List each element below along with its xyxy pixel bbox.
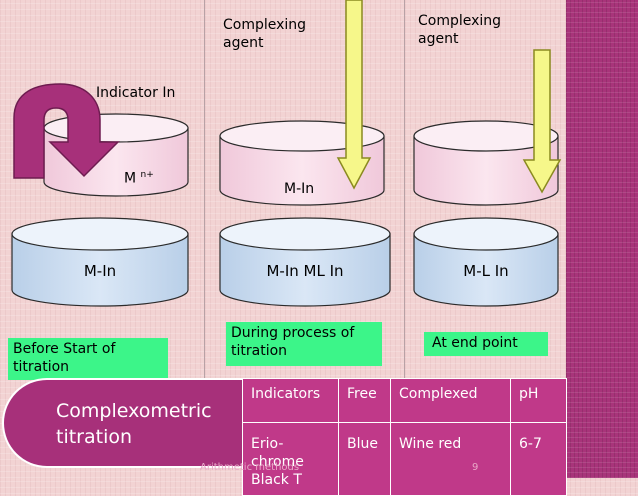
indicator-label: Indicator In	[96, 85, 176, 101]
table-header-ph: pH	[510, 378, 567, 423]
table-cell-indicator: Erio-chrome Black T	[242, 422, 339, 496]
table-header-indicators: Indicators	[242, 378, 339, 423]
stage-end-label: At end point	[424, 332, 548, 356]
metal-ion-symbol: M	[124, 170, 137, 187]
table-cell-free: Blue	[338, 422, 391, 496]
metal-ion-charge: n+	[140, 170, 154, 180]
decorative-side-strip	[566, 0, 638, 478]
upper-middle-label: M-In	[284, 181, 315, 197]
stage-during-label: During process of titration	[226, 322, 382, 366]
complexing-agent-label-right: Complexing agent	[418, 13, 502, 47]
cylinder-left-label: M-In	[83, 262, 117, 280]
table-header-free: Free	[338, 378, 391, 423]
down-arrow-icon-middle	[336, 0, 372, 190]
stage-before-label: Before Start of titration	[8, 338, 168, 380]
table-header-complexed: Complexed	[390, 378, 511, 423]
table-row: Erio-chrome Black T Blue Wine red 6-7	[242, 422, 567, 496]
title-banner	[2, 378, 242, 468]
divider-left	[204, 0, 205, 380]
down-arrow-icon-right	[522, 49, 562, 194]
page-title: Complexometric titration	[56, 400, 212, 448]
table-header-row: Indicators Free Complexed pH	[242, 378, 567, 423]
page-number: 9	[472, 462, 479, 473]
table-cell-complexed: Wine red	[390, 422, 511, 496]
titration-diagram	[11, 0, 562, 307]
upper-cylinder-middle	[219, 120, 385, 206]
upper-cylinder-right	[413, 120, 559, 206]
table-cell-ph: 6-7	[510, 422, 567, 496]
cylinder-middle-label: M-In ML In	[266, 262, 344, 280]
cylinder-right-label: M-L In	[463, 262, 509, 280]
lower-cylinder-right	[413, 217, 559, 307]
lower-cylinder-middle	[219, 217, 391, 307]
indicator-table: Indicators Free Complexed pH Erio-chrome…	[242, 378, 567, 496]
lower-cylinder-left	[11, 217, 189, 307]
complexing-agent-label-middle: Complexing agent	[223, 17, 307, 51]
divider-right	[404, 0, 405, 380]
footer-text: Arithmetic methods	[200, 462, 300, 473]
metal-ion-label: M n+	[124, 166, 154, 188]
curved-arrow-icon	[13, 83, 120, 179]
